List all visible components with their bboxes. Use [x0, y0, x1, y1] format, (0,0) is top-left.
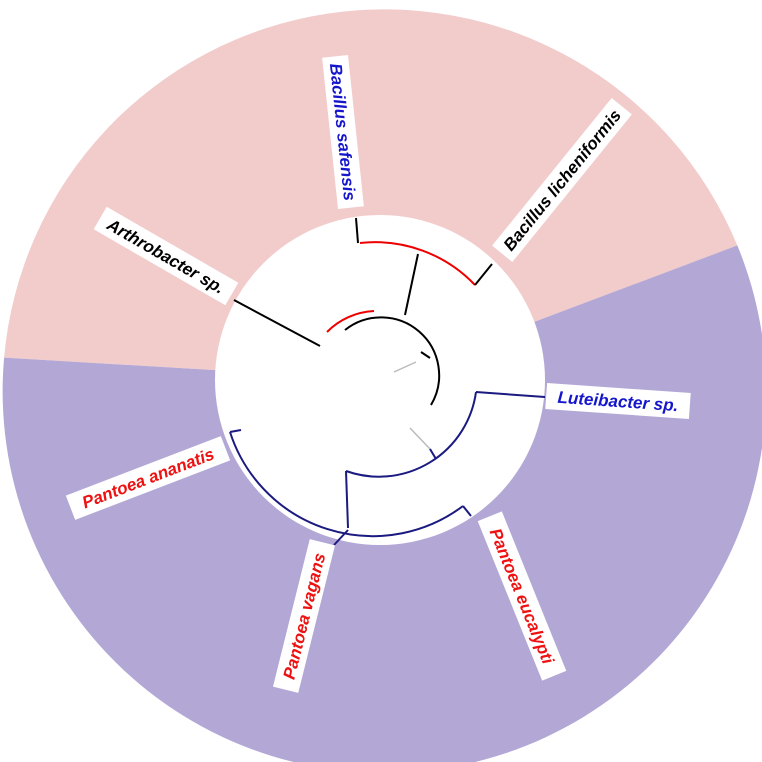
branches-red — [326, 241, 476, 333]
branch-root-stem — [420, 351, 431, 359]
branch-bacillus-safensis-leaf — [355, 217, 359, 244]
branch-stub-lower — [409, 427, 431, 450]
branches-black — [233, 217, 493, 406]
tip-label-bg — [492, 97, 632, 263]
branch-proteo-stem — [429, 448, 437, 460]
branch-pantoea-vagans-leaf — [333, 529, 349, 546]
branch-luteibacter — [475, 391, 546, 398]
branch-root-arc — [344, 316, 441, 406]
branch-arthrobacter — [233, 299, 321, 347]
branch-bacillus-licheniformis-leaf — [474, 263, 493, 286]
branch-arc-red-inner — [326, 310, 375, 333]
tip-label-bg — [322, 55, 364, 209]
branch-arc-proteobacteria-inner — [345, 391, 477, 478]
branch-stub-left — [393, 361, 417, 373]
tip-label-bg — [477, 511, 567, 681]
branches-gray — [393, 361, 431, 450]
tree-center-disc — [215, 215, 545, 545]
branch-pantoea-eucalypti-leaf — [462, 505, 472, 517]
tip-label-bg — [273, 539, 335, 693]
branch-arc-bacillus — [359, 241, 476, 286]
branch-arc-pantoea — [229, 431, 464, 538]
clade-sector-firmicutes-actinobacteria — [4, 9, 738, 380]
tip-label-bg — [65, 436, 231, 520]
branches-navy — [229, 391, 546, 546]
branch-bacillus-stem — [404, 253, 419, 316]
branch-pantoea-ananatis-leaf — [229, 429, 242, 433]
branch-pantoea-stem — [345, 470, 349, 529]
tip-label-luteibacter: Luteibacter sp. — [545, 383, 691, 419]
tip-label-bg — [93, 206, 239, 306]
tip-label-bg — [545, 383, 691, 419]
